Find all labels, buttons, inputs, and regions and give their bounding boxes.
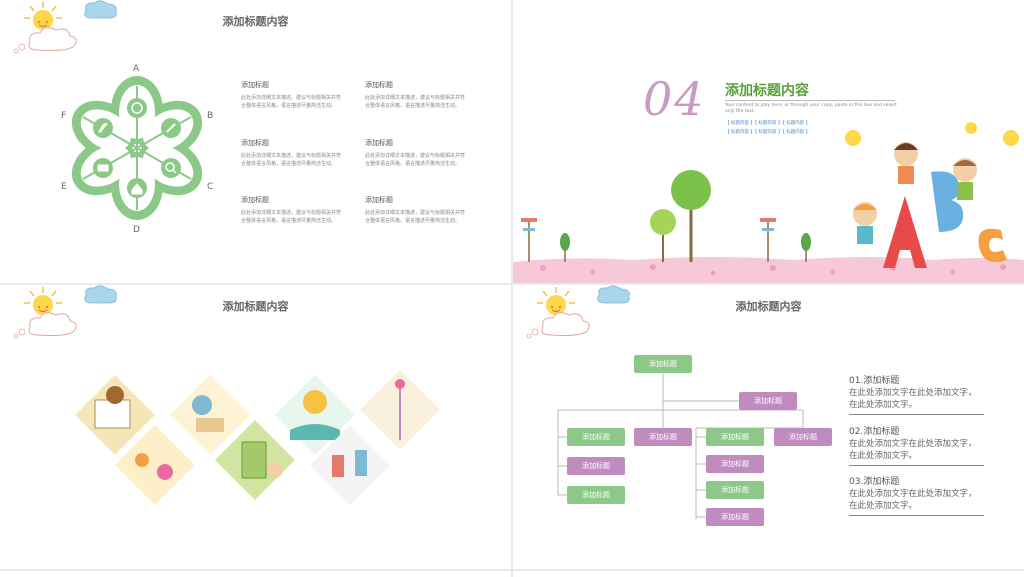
sun-cloud-icon — [13, 285, 118, 339]
slide-5-partial[interactable] — [0, 571, 511, 577]
org-node[interactable]: 添加标题 — [774, 428, 832, 446]
flower-diagram — [71, 76, 203, 220]
link-row[interactable]: 【 标题内容 】【 标题内容 】【 标题内容 】 — [725, 130, 811, 135]
text-block: 添加标题此处添加详细文本描述，建议与标题相关并符合整体语言风格，语言描述尽量简洁… — [241, 81, 342, 109]
text-block: 添加标题此处添加详细文本描述，建议与标题相关并符合整体语言风格，语言描述尽量简洁… — [365, 81, 466, 109]
org-node[interactable]: 添加标题 — [634, 428, 692, 446]
petal-label-e: E — [61, 182, 67, 192]
petal-label-a: A — [133, 64, 140, 74]
petal-label-d: D — [133, 225, 140, 235]
text-block: 添加标题此处添加详细文本描述，建议与标题相关并符合整体语言风格，语言描述尽量简洁… — [241, 196, 342, 224]
section-number: 04 — [643, 72, 706, 126]
list-item: 02.添加标题 在此处添加文字在此处添加文字，在此处添加文字。 — [849, 424, 984, 466]
org-node[interactable]: 添加标题 — [567, 457, 625, 475]
text-block: 添加标题此处添加详细文本描述，建议与标题相关并符合整体语言风格，语言描述尽量简洁… — [365, 196, 466, 224]
title-divider — [725, 100, 895, 101]
slide-2[interactable]: 04 添加标题内容 Your content to play here, or … — [513, 0, 1024, 283]
org-node[interactable]: 添加标题 — [567, 428, 625, 446]
petal-label-c: C — [207, 182, 214, 192]
text-block: 添加标题此处添加详细文本描述，建议与标题相关并符合整体语言风格，语言描述尽量简洁… — [241, 139, 342, 167]
org-node[interactable]: 添加标题 — [706, 428, 764, 446]
org-node-root[interactable]: 添加标题 — [634, 355, 692, 373]
org-node[interactable]: 添加标题 — [567, 486, 625, 504]
org-node[interactable]: 添加标题 — [706, 508, 764, 526]
sun-cloud-icon — [13, 0, 118, 54]
diamond-picture-grid — [75, 370, 440, 505]
kids-abc-illustration — [513, 122, 1024, 283]
org-node[interactable]: 添加标题 — [706, 455, 764, 473]
link-row[interactable]: 【 标题内容 】【 标题内容 】【 标题内容 】 — [725, 121, 811, 126]
slide-6-partial[interactable] — [513, 571, 1024, 577]
section-title: 添加标题内容 — [725, 83, 809, 99]
list-item: 03.添加标题 在此处添加文字在此处添加文字，在此处添加文字。 — [849, 474, 984, 516]
org-node[interactable]: 添加标题 — [739, 392, 797, 410]
list-item: 01.添加标题 在此处添加文字在此处添加文字，在此处添加文字。 — [849, 373, 984, 415]
petal-label-b: B — [207, 111, 214, 121]
org-node[interactable]: 添加标题 — [706, 481, 764, 499]
slide-1[interactable]: 添加标题内容 — [0, 0, 511, 283]
slide-title: 添加标题内容 — [222, 15, 289, 28]
slide-3[interactable]: 添加标题内容 — [0, 285, 511, 569]
petal-label-f: F — [61, 111, 67, 121]
slide-title: 添加标题内容 — [735, 300, 802, 313]
section-description: Your content to play here, or through yo… — [725, 103, 897, 114]
slide-title: 添加标题内容 — [222, 300, 289, 313]
slide-4[interactable]: 添加标题内容 添加标题 添加标题 添加标题 添加标题 添加标题 添加标题 添加标… — [513, 285, 1024, 569]
text-block: 添加标题此处添加详细文本描述，建议与标题相关并符合整体语言风格，语言描述尽量简洁… — [365, 139, 466, 167]
